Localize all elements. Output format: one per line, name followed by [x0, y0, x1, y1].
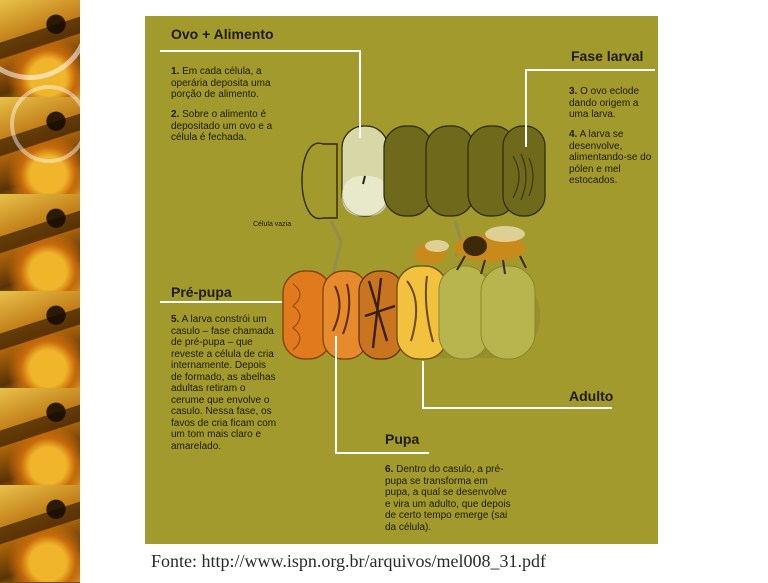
bee-photo-tile — [0, 485, 80, 582]
emerging-bee-icon — [414, 240, 449, 264]
cell-larva-large — [502, 125, 546, 217]
step-2-text: 2. Sobre o alimento é depositado um ovo … — [171, 109, 273, 143]
heading-adulto: Adulto — [569, 388, 614, 404]
heading-pre-pupa: Pré-pupa — [171, 284, 232, 300]
bee-photo-tile — [0, 291, 80, 388]
source-link[interactable]: http://www.ispn.org.br/arquivos/mel008_3… — [201, 551, 546, 571]
cell-egg — [425, 125, 475, 217]
adult-bee-icon — [454, 226, 527, 275]
comb-illustration — [282, 125, 546, 360]
leader-line — [422, 361, 424, 409]
decorative-bee-strip — [0, 0, 80, 583]
step-1-text: 1. Em cada célula, a operária deposita u… — [171, 66, 271, 100]
cell-emerged — [480, 265, 536, 360]
leader-line — [422, 407, 612, 409]
step-3-text: 3. O ovo eclode dando origem a uma larva… — [569, 86, 640, 120]
heading-ovo-alimento: Ovo + Alimento — [171, 26, 274, 42]
step-6-text: 6. Dentro do casulo, a pré-pupa se trans… — [385, 464, 511, 533]
decorative-ring — [0, 0, 80, 80]
leader-line — [525, 69, 527, 147]
step-5-text: 5. A larva constrói um casulo – fase cha… — [171, 314, 277, 452]
leader-line — [335, 336, 337, 454]
empty-cell-outline — [301, 142, 338, 219]
leader-line — [525, 69, 655, 71]
source-citation: Fonte: http://www.ispn.org.br/arquivos/m… — [151, 551, 546, 572]
leader-line — [359, 50, 361, 138]
leader-line — [160, 50, 360, 52]
cell-sealed — [383, 125, 433, 217]
label-celula-vazia: Célula vazia — [253, 221, 292, 228]
step-4-text: 4. A larva se desenvolve, alimentando-se… — [569, 129, 652, 186]
bee-photo-tile — [0, 194, 80, 291]
source-label: Fonte: — [151, 551, 198, 571]
heading-fase-larval: Fase larval — [571, 48, 644, 64]
decorative-ring — [10, 85, 80, 163]
leader-line — [160, 301, 282, 303]
bee-photo-tile — [0, 388, 80, 485]
heading-pupa: Pupa — [385, 431, 420, 447]
leader-line — [335, 452, 429, 454]
bee-life-cycle-diagram: Ovo + Alimento Fase larval Pré-pupa Adul… — [145, 16, 658, 544]
